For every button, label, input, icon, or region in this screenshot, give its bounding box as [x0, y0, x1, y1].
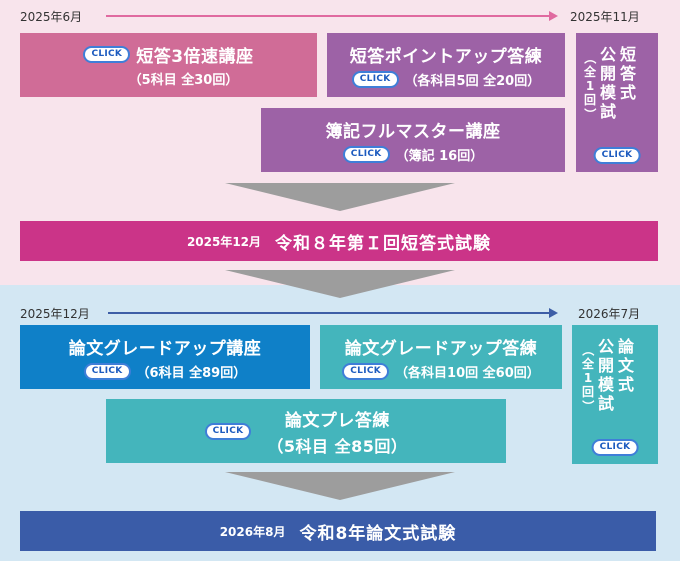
- exam-banner-tanto: 2025年12月 令和８年第Ｉ回短答式試験: [20, 221, 658, 261]
- click-badge[interactable]: CLICK: [591, 439, 639, 456]
- down-arrow: [225, 472, 455, 500]
- exam-date: 2025年12月: [186, 234, 262, 249]
- exam-banner-ronbun: 2026年8月 令和8年論文式試験: [20, 511, 656, 551]
- course-title: 簿記フルマスター講座: [325, 121, 501, 142]
- timeline-start-date: 2025年6月: [20, 10, 83, 24]
- click-badge[interactable]: CLICK: [351, 70, 399, 88]
- course-card-boki[interactable]: 簿記フルマスター講座 CLICK （簿記 16回）: [261, 108, 565, 172]
- timeline-end-date: 2025年11月: [570, 10, 640, 24]
- mock-title-col2: 公開模試: [600, 45, 617, 121]
- click-badge[interactable]: CLICK: [83, 46, 131, 63]
- course-subtitle: （5科目 全30回）: [128, 73, 239, 88]
- click-badge[interactable]: CLICK: [204, 422, 252, 440]
- course-card-tanto-pointup[interactable]: 短答ポイントアップ答練 CLICK （各科目5回 全20回）: [327, 33, 565, 97]
- course-subtitle: （各科目10回 全60回）: [395, 365, 540, 381]
- course-card-ronbun-pre[interactable]: CLICK 論文プレ答練 （5科目 全85回）: [106, 399, 506, 463]
- timeline-start-date: 2025年12月: [20, 307, 90, 321]
- course-title: 論文グレードアップ答練: [344, 338, 538, 359]
- down-arrow: [225, 270, 455, 298]
- timeline-arrow: [108, 308, 558, 318]
- course-title: 論文プレ答練: [284, 410, 390, 431]
- course-title: 論文グレードアップ講座: [68, 338, 262, 359]
- click-badge[interactable]: CLICK: [342, 362, 390, 380]
- course-subtitle: （6科目 全89回）: [136, 365, 247, 381]
- timeline-end-date: 2026年7月: [578, 307, 641, 321]
- course-title: 短答3倍速講座: [136, 47, 254, 67]
- exam-title: 令和8年論文式試験: [299, 523, 457, 544]
- course-card-tanto-3x[interactable]: CLICK 短答3倍速講座 （5科目 全30回）: [20, 33, 317, 97]
- mock-title-col1: 短答式: [620, 45, 637, 102]
- timeline-arrow: [106, 11, 558, 21]
- course-title: 短答ポイントアップ答練: [349, 46, 543, 67]
- course-card-ronbun-tenren[interactable]: 論文グレードアップ答練 CLICK （各科目10回 全60回）: [320, 325, 562, 389]
- mock-title-col1: 論文式: [618, 337, 635, 394]
- click-badge[interactable]: CLICK: [342, 145, 390, 163]
- down-arrow: [225, 183, 455, 211]
- mock-title-col2: 公開模試: [598, 337, 615, 413]
- course-subtitle: （各科目5回 全20回）: [404, 73, 541, 89]
- course-subtitle: （簿記 16回）: [395, 148, 484, 164]
- course-card-ronbun-gradeup[interactable]: 論文グレードアップ講座 CLICK （6科目 全89回）: [20, 325, 310, 389]
- exam-date: 2026年8月: [219, 524, 286, 539]
- exam-title: 令和８年第Ｉ回短答式試験: [275, 233, 492, 254]
- click-badge[interactable]: CLICK: [593, 147, 641, 164]
- course-subtitle: （5科目 全85回）: [267, 436, 408, 456]
- click-badge[interactable]: CLICK: [83, 362, 131, 380]
